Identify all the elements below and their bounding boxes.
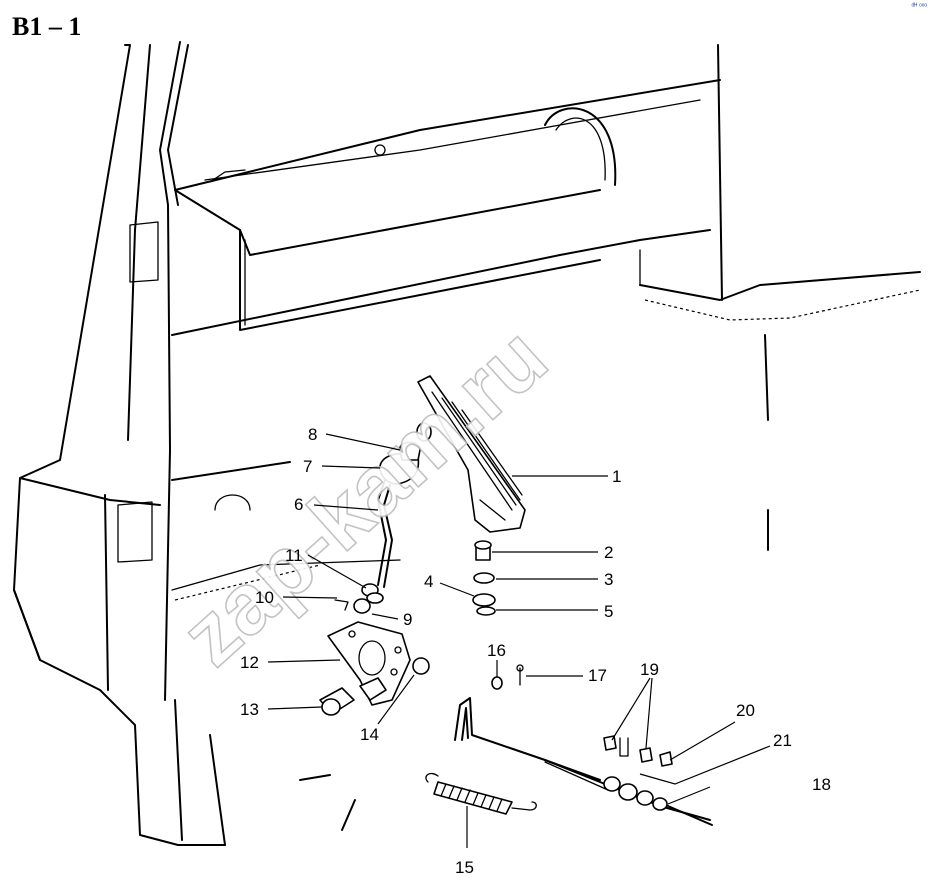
rod-and-boot (361, 441, 421, 604)
callout-10: 10 (255, 588, 274, 607)
callout-2: 2 (604, 543, 613, 562)
callout-1: 1 (612, 467, 621, 486)
callout-19: 19 (640, 660, 659, 679)
callout-9: 9 (403, 610, 412, 629)
leader-18 (667, 786, 711, 805)
callout-5: 5 (604, 602, 613, 621)
leader-11 (307, 554, 367, 589)
callout-7: 7 (303, 457, 312, 476)
leader-7 (321, 465, 381, 469)
callout-6: 6 (294, 495, 303, 514)
drawing-code: B1 – 1 (12, 12, 82, 41)
leader-10 (282, 596, 338, 599)
callout-16: 16 (487, 641, 506, 660)
leader-19 (611, 677, 653, 749)
callout-15: 15 (455, 858, 474, 877)
callout-20: 20 (736, 701, 755, 720)
cab-body (13, 41, 226, 846)
leader-12 (267, 659, 341, 663)
leader-lines (267, 433, 771, 848)
leader-6 (313, 504, 379, 511)
leader-21 (639, 745, 771, 785)
callout-4: 4 (424, 572, 433, 591)
leader-20 (669, 721, 736, 761)
callout-13: 13 (240, 700, 259, 719)
leader-14 (377, 674, 415, 725)
callout-numbers: 1 2 3 4 5 6 7 8 9 10 11 12 13 14 15 16 1… (240, 425, 831, 877)
callout-3: 3 (604, 570, 613, 589)
callout-11: 11 (285, 546, 303, 565)
accelerator-pedal (416, 375, 526, 533)
callout-17: 17 (588, 666, 607, 685)
throttle-cable (454, 664, 713, 826)
callout-12: 12 (240, 653, 259, 672)
leader-4 (439, 582, 475, 597)
pedal-fastener-stack (472, 540, 496, 616)
callout-18: 18 (812, 775, 831, 794)
dashboard-panel (171, 44, 921, 336)
pedal-bracket (319, 598, 430, 716)
callout-14: 14 (360, 725, 379, 744)
callout-21: 21 (773, 731, 792, 750)
leader-9 (371, 613, 399, 620)
floor (171, 334, 769, 831)
leader-13 (267, 706, 323, 710)
return-spring (425, 772, 537, 815)
leader-8 (325, 433, 401, 451)
corner-mark: ᵈᴴ ᵒᵒᵒ (911, 3, 927, 10)
callout-8: 8 (308, 425, 317, 444)
